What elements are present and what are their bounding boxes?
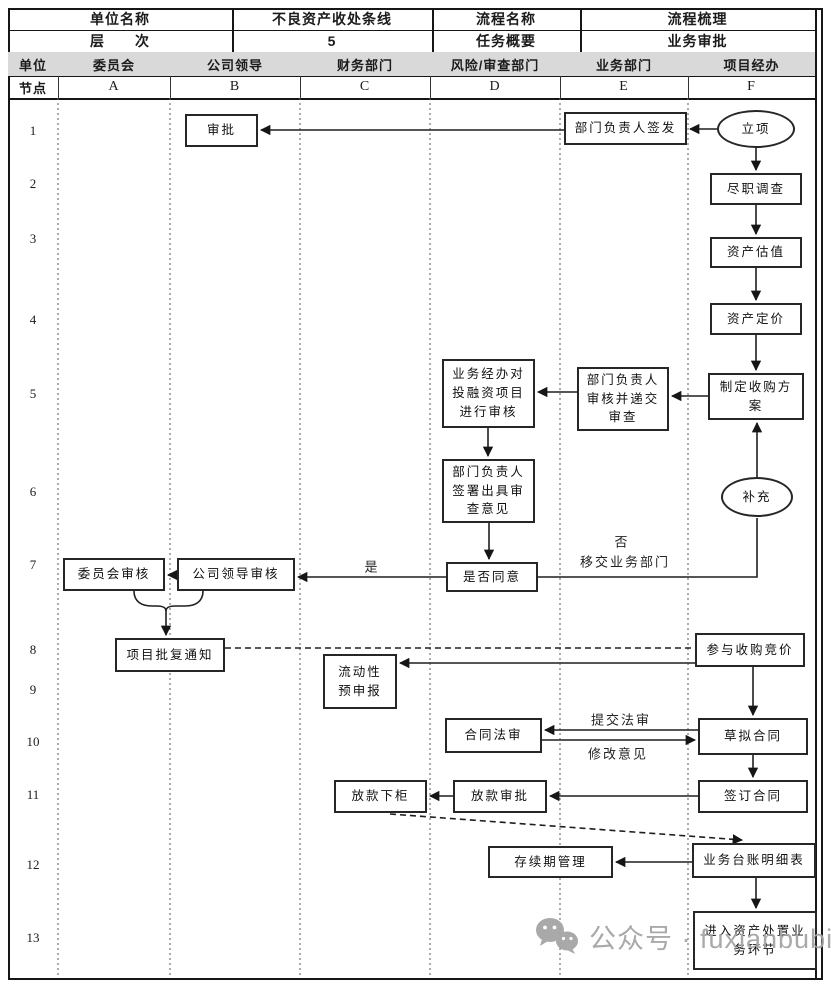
header-cell: 流程梳理 [667,11,728,27]
unit-row-cell: 业务部门 [560,52,688,76]
header-cell: 单位名称 [90,11,150,27]
node-contract-legal-review: 合同法审 [445,718,542,753]
node-asset-disposal: 进入资产处置业 务环节 [693,911,817,970]
edge-label-revise: 修改意见 [587,746,649,762]
node-handler-review: 业务经办对 投融资项目 进行审核 [442,359,535,428]
node-row-cell: 节点 [18,80,47,96]
node-row-cell: D [489,79,501,94]
header-cell: 业务审批 [667,33,728,49]
unit-row-cell: 项目经办 [688,52,815,76]
flow-edge [538,518,758,578]
node-sign-contract: 签订合同 [698,780,808,813]
row-number: 2 [29,176,37,191]
node-asset-valuation: 资产估值 [710,237,802,268]
unit-row-cell: 公司领导 [170,52,300,76]
node-row-cell: B [229,79,241,94]
row-number: 12 [26,857,40,872]
unit-row-cell: 财务部门 [300,52,430,76]
header-hline [8,76,817,77]
node-bid-acquisition: 参与收购竞价 [695,633,805,667]
unit-row-cell: 委员会 [58,52,170,76]
table-outer-border [8,8,823,980]
row-number: 11 [26,787,40,802]
node-agree-or-not: 是否同意 [446,562,538,592]
node-asset-pricing: 资产定价 [710,303,802,335]
row-number: 6 [29,484,37,499]
node-supplement: 补充 [721,477,793,517]
node-row-cell: F [747,79,756,94]
unit-row-cell: 单位 [8,52,58,76]
header-vline [580,8,582,52]
row-number: 1 [29,123,37,138]
row-number: 4 [29,312,37,327]
header-vline [232,8,234,52]
header-cell: 层 次 [90,33,150,49]
node-project-init: 立项 [717,110,795,148]
header-cell: 5 [327,33,337,49]
edge-label-transfer: 移交业务部门 [579,554,671,570]
node-acq-plan: 制定收购方 案 [708,373,804,420]
node-row-cell: C [359,79,371,94]
node-row-cell: A [108,79,120,94]
unit-row-cell: 风险/审查部门 [430,52,560,76]
header-cell: 任务概要 [476,33,536,49]
watermark: 公众号 · fuxianbubin [534,916,831,956]
node-committee-review: 委员会审核 [63,558,165,591]
header-cell: 流程名称 [476,11,536,27]
row-number: 8 [29,642,37,657]
row-number: 9 [29,682,37,697]
row-number: 5 [29,386,37,401]
node-loan-approval: 放款审批 [453,780,547,813]
header-hline [8,98,817,100]
header-cell: 不良资产收处条线 [272,11,392,27]
wechat-icon [536,918,578,954]
node-loan-release: 放款下柜 [334,780,427,813]
node-dept-head-opinion: 部门负责人 签署出具审 查意见 [442,459,535,523]
watermark-text: 公众号 · fuxianbubin [589,923,831,954]
node-approval-notice: 项目批复通知 [115,638,225,672]
header-vline [432,8,434,52]
table-inner-right-line [815,8,817,980]
node-ledger-detail: 业务台账明细表 [692,843,816,878]
flow-edge [389,813,744,845]
node-leader-review: 公司领导审核 [177,558,295,591]
edge-label-no: 否 [614,534,630,550]
node-approve: 审批 [185,114,258,147]
row-number: 10 [26,734,40,749]
node-draft-contract: 草拟合同 [698,718,808,755]
node-due-diligence: 尽职调查 [710,173,802,205]
edge-label-submit-legal: 提交法审 [590,712,652,728]
row-number: 13 [26,930,40,945]
node-row-cell: E [619,79,629,94]
merge-brace [133,590,204,612]
row-number: 3 [29,231,37,246]
node-liquidity-filing: 流动性 预申报 [323,654,397,709]
node-dept-head-review-submit: 部门负责人 审核并递交 审查 [577,367,669,431]
node-dept-head-sign: 部门负责人签发 [564,112,687,145]
edge-label-yes: 是 [364,559,380,575]
node-duration-mgmt: 存续期管理 [488,846,613,878]
row-number: 7 [29,557,37,572]
header-hline [8,30,817,31]
